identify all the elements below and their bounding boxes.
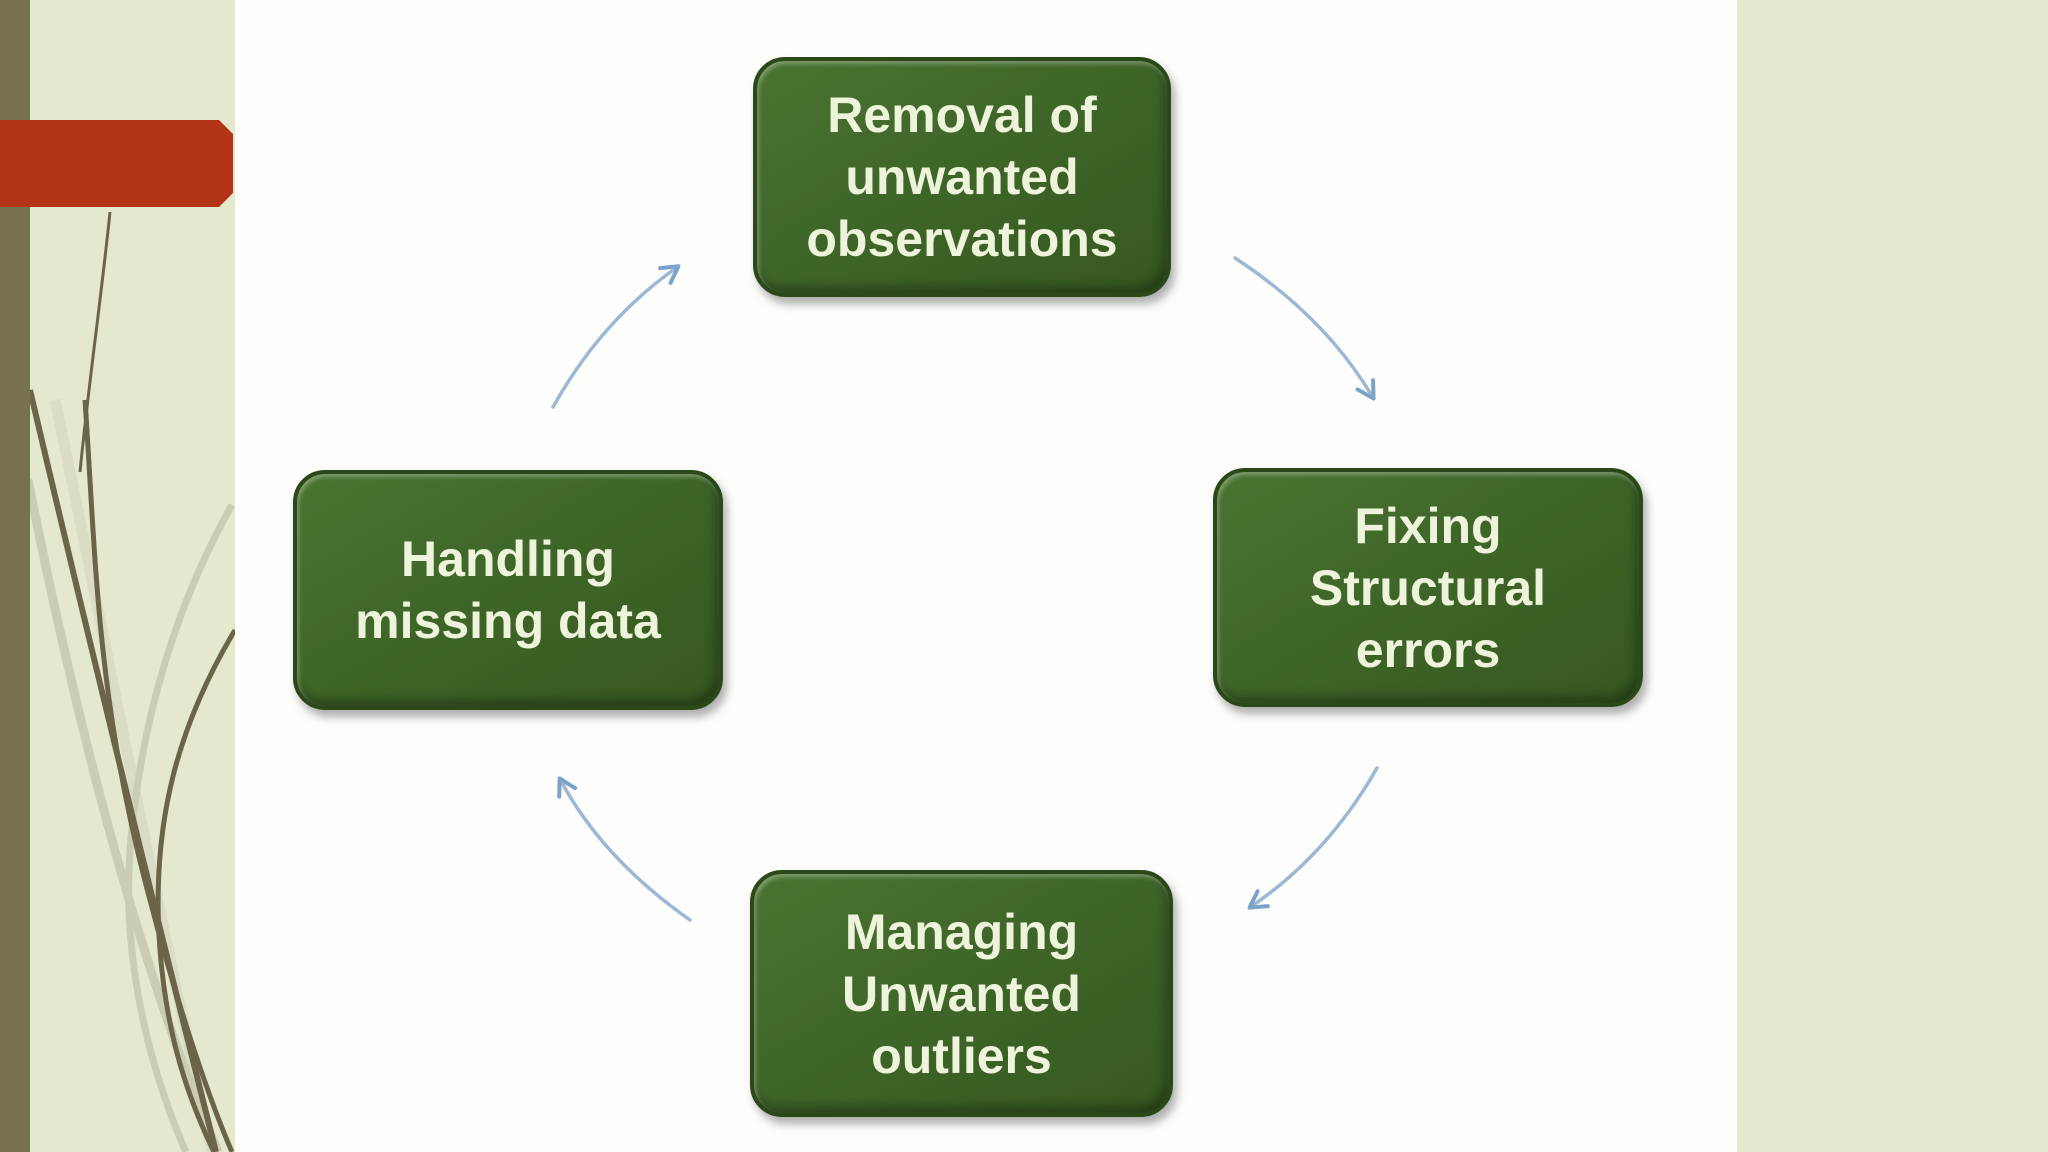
arrow-left-to-top-icon — [551, 264, 681, 409]
cycle-node-managing-unwanted-outliers: Managing Unwanted outliers — [750, 870, 1173, 1117]
arrow-bottom-to-left-icon — [557, 776, 692, 922]
cycle-node-removal-of-unwanted-observations: Removal of unwanted observations — [753, 57, 1171, 297]
grass-curves-decoration — [23, 211, 235, 1152]
node-label: Handling missing data — [355, 531, 661, 649]
node-label: Removal of unwanted observations — [806, 87, 1118, 267]
node-label: Fixing Structural errors — [1309, 497, 1547, 678]
right-theme-panel — [1737, 0, 2048, 1152]
node-label: Managing Unwanted outliers — [842, 903, 1081, 1084]
cycle-node-handling-missing-data: Handling missing data — [293, 470, 723, 710]
arrow-top-to-right-icon — [1233, 256, 1376, 401]
red-accent-banner — [0, 120, 233, 207]
cycle-node-fixing-structural-errors: Fixing Structural errors — [1213, 468, 1643, 707]
arrow-right-to-bottom-icon — [1247, 766, 1379, 910]
